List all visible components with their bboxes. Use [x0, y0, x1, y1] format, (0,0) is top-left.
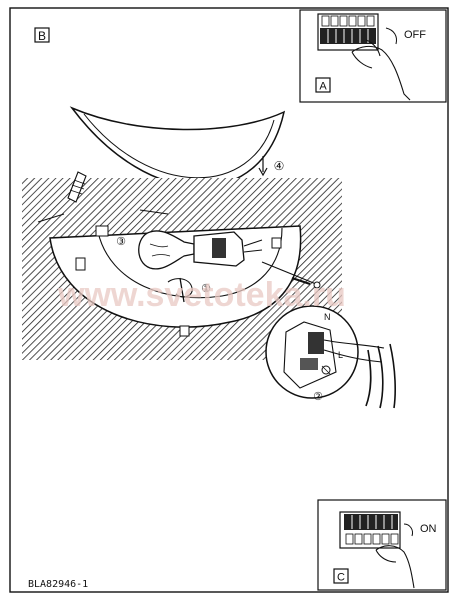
terminal-n-label: N [324, 312, 331, 322]
cable-icon [139, 209, 169, 215]
screw-icon [37, 213, 65, 223]
lamp-holder-icon [193, 231, 263, 267]
step-1-label: ① [201, 283, 211, 295]
step-4-arrow [258, 156, 268, 177]
fuse-box-icon [317, 13, 379, 51]
glass-shade [69, 106, 286, 188]
step-2-label: ② [313, 391, 323, 403]
wiring-detail [265, 305, 385, 399]
wall-plug-icon [67, 171, 87, 203]
on-label: ON [420, 523, 437, 535]
watermark: www.svetoteka.ru [57, 276, 346, 314]
terminal-l-label: L [338, 350, 343, 360]
fuse-box-on-icon [339, 511, 401, 549]
inset-c-on: ON C [317, 499, 447, 591]
mains-wires-icon [365, 343, 396, 409]
step-1-rotate-icon [167, 277, 193, 303]
fixing-screw-icon [261, 261, 321, 289]
light-bulb-icon [138, 230, 195, 270]
panel-b-letter: B [38, 29, 46, 43]
switch-arrow-icon [385, 27, 397, 45]
switch-on-arrow-icon [403, 523, 413, 537]
hand-icon [351, 39, 411, 101]
panel-a-letter: A [319, 81, 327, 93]
panel-b-label: B [34, 27, 50, 43]
step-3-label: ③ [116, 236, 126, 248]
inset-a-off: OFF A [299, 9, 447, 103]
off-label: OFF [404, 29, 426, 41]
model-code: BLA82946-1 [28, 579, 88, 590]
outer-frame [9, 7, 449, 593]
panel-c-letter: C [337, 572, 345, 584]
hand-on-icon [375, 545, 415, 589]
step-4-label: ④ [274, 159, 285, 173]
